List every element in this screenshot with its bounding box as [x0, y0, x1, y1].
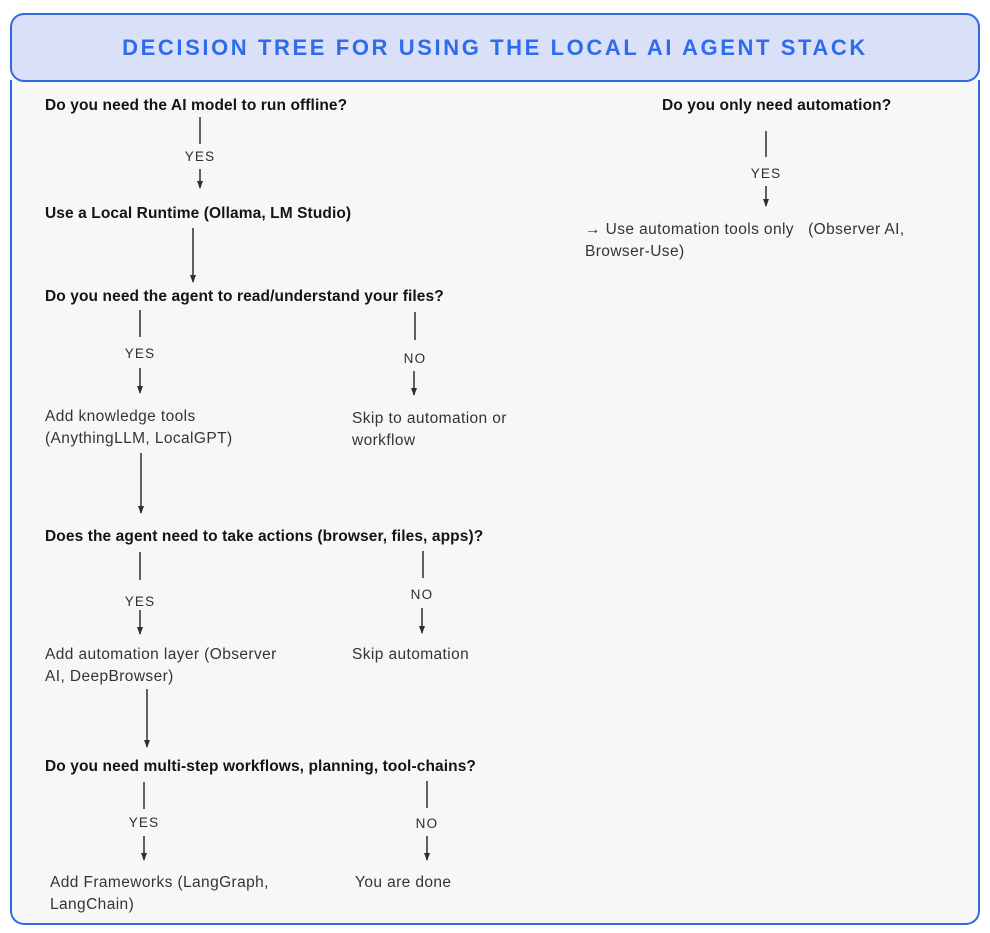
- question-files: Do you need the agent to read/understand…: [45, 288, 444, 305]
- result-automation-tools-only: → Use automation tools only (Observer AI…: [585, 221, 910, 260]
- question-offline: Do you need the AI model to run offline?: [45, 97, 348, 114]
- result-local-runtime: Use a Local Runtime (Ollama, LM Studio): [45, 205, 352, 222]
- result-knowledge-tools: Add knowledge tools (AnythingLLM, LocalG…: [45, 408, 233, 447]
- result-skip-automation: Skip automation: [352, 646, 470, 663]
- label-files-yes: YES: [124, 346, 156, 361]
- question-automation-only: Do you only need automation?: [662, 97, 892, 114]
- label-offline-yes: YES: [184, 149, 216, 164]
- result-frameworks: Add Frameworks (LangGraph, LangChain): [50, 874, 274, 913]
- label-files-no: NO: [403, 351, 427, 366]
- label-automation-only-yes: YES: [750, 166, 782, 181]
- label-multistep-yes: YES: [128, 815, 160, 830]
- label-actions-yes: YES: [124, 594, 156, 609]
- diagram-header: DECISION TREE FOR USING THE LOCAL AI AGE…: [10, 13, 980, 82]
- question-multistep: Do you need multi-step workflows, planni…: [45, 758, 477, 775]
- result-you-are-done: You are done: [355, 874, 452, 891]
- result-automation-layer: Add automation layer (Observer AI, DeepB…: [45, 646, 281, 685]
- result-skip-to-automation: Skip to automation or workflow: [352, 410, 512, 449]
- diagram-title: DECISION TREE FOR USING THE LOCAL AI AGE…: [122, 34, 868, 60]
- label-actions-no: NO: [410, 587, 434, 602]
- question-actions: Does the agent need to take actions (bro…: [45, 528, 484, 545]
- label-multistep-no: NO: [415, 816, 439, 831]
- tree-canvas: [10, 80, 980, 925]
